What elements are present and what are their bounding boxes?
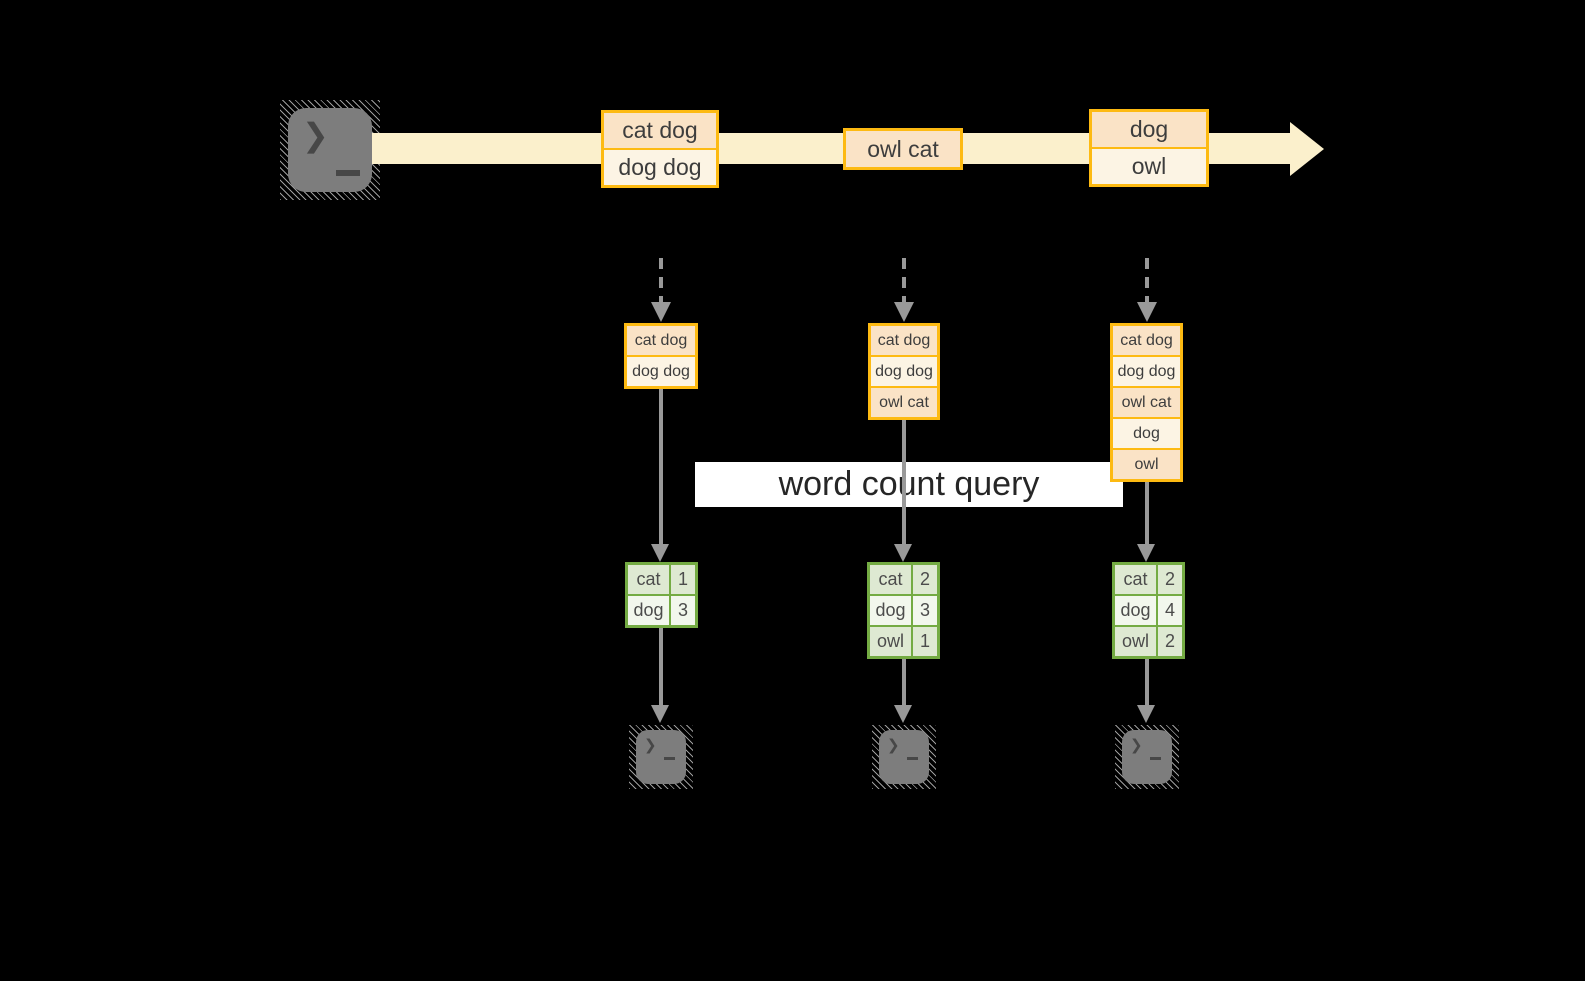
dashed-arrowhead-icon (651, 302, 671, 322)
count-word: owl (1115, 627, 1156, 656)
buffer-record: owl cat (1113, 386, 1180, 417)
sink-terminal-icon: ❯ (629, 725, 693, 789)
buffer-record: owl cat (871, 386, 937, 417)
count-word: cat (870, 565, 911, 594)
arrow-line (902, 659, 906, 706)
terminal-cursor-icon (664, 757, 675, 760)
arrowhead-icon (1137, 544, 1155, 562)
count-table-1: cat 1 dog 3 (625, 562, 698, 628)
count-word: owl (870, 627, 911, 656)
buffer-record: dog dog (1113, 355, 1180, 386)
buffer-record: cat dog (1113, 326, 1180, 355)
input-buffer-1: cat dog dog dog (624, 323, 698, 389)
dashed-arrow-line (902, 258, 906, 302)
stream-batch-2: owl cat (843, 128, 963, 170)
buffer-record: owl (1113, 448, 1180, 479)
count-table-2: cat 2 dog 3 owl 1 (867, 562, 940, 659)
source-terminal-icon: ❯ (280, 100, 380, 200)
sink-terminal-icon: ❯ (1115, 725, 1179, 789)
arrow-line (1145, 482, 1149, 546)
count-value: 1 (911, 627, 937, 656)
arrow-line (902, 420, 906, 546)
query-banner: word count query (695, 462, 1123, 507)
input-buffer-2: cat dog dog dog owl cat (868, 323, 940, 420)
terminal-prompt-icon: ❯ (1130, 737, 1143, 754)
count-value: 3 (669, 596, 695, 625)
count-value: 1 (669, 565, 695, 594)
count-word: dog (870, 596, 911, 625)
arrow-line (659, 628, 663, 706)
buffer-record: dog dog (627, 355, 695, 386)
terminal-screen: ❯ (636, 730, 686, 784)
dashed-arrow-line (659, 258, 663, 302)
stream-record: dog (1092, 112, 1206, 147)
buffer-record: cat dog (627, 326, 695, 355)
count-value: 2 (1156, 627, 1182, 656)
terminal-cursor-icon (336, 170, 360, 176)
stream-batch-3: dog owl (1089, 109, 1209, 187)
stream-record: dog dog (604, 148, 716, 185)
count-word: cat (628, 565, 669, 594)
arrow-line (659, 389, 663, 546)
arrowhead-icon (894, 544, 912, 562)
stream-record: cat dog (604, 113, 716, 148)
terminal-cursor-icon (1150, 757, 1161, 760)
stream-record: owl cat (846, 131, 960, 167)
input-buffer-3: cat dog dog dog owl cat dog owl (1110, 323, 1183, 482)
arrowhead-icon (651, 705, 669, 723)
count-value: 2 (911, 565, 937, 594)
sink-terminal-icon: ❯ (872, 725, 936, 789)
buffer-record: dog (1113, 417, 1180, 448)
terminal-prompt-icon: ❯ (644, 737, 657, 754)
terminal-screen: ❯ (288, 108, 372, 192)
count-word: dog (628, 596, 669, 625)
buffer-record: cat dog (871, 326, 937, 355)
count-table-3: cat 2 dog 4 owl 2 (1112, 562, 1185, 659)
arrowhead-icon (1137, 705, 1155, 723)
buffer-record: dog dog (871, 355, 937, 386)
stream-batch-1: cat dog dog dog (601, 110, 719, 188)
stream-record: owl (1092, 147, 1206, 184)
dashed-arrowhead-icon (894, 302, 914, 322)
terminal-cursor-icon (907, 757, 918, 760)
count-value: 2 (1156, 565, 1182, 594)
arrow-line (1145, 659, 1149, 706)
count-word: dog (1115, 596, 1156, 625)
count-value: 3 (911, 596, 937, 625)
arrowhead-icon (651, 544, 669, 562)
dashed-arrow-line (1145, 258, 1149, 302)
terminal-screen: ❯ (1122, 730, 1172, 784)
arrowhead-icon (894, 705, 912, 723)
dashed-arrowhead-icon (1137, 302, 1157, 322)
terminal-prompt-icon: ❯ (887, 737, 900, 754)
terminal-prompt-icon: ❯ (302, 117, 329, 153)
stream-arrowhead-icon (1290, 122, 1324, 176)
terminal-screen: ❯ (879, 730, 929, 784)
count-word: cat (1115, 565, 1156, 594)
count-value: 4 (1156, 596, 1182, 625)
